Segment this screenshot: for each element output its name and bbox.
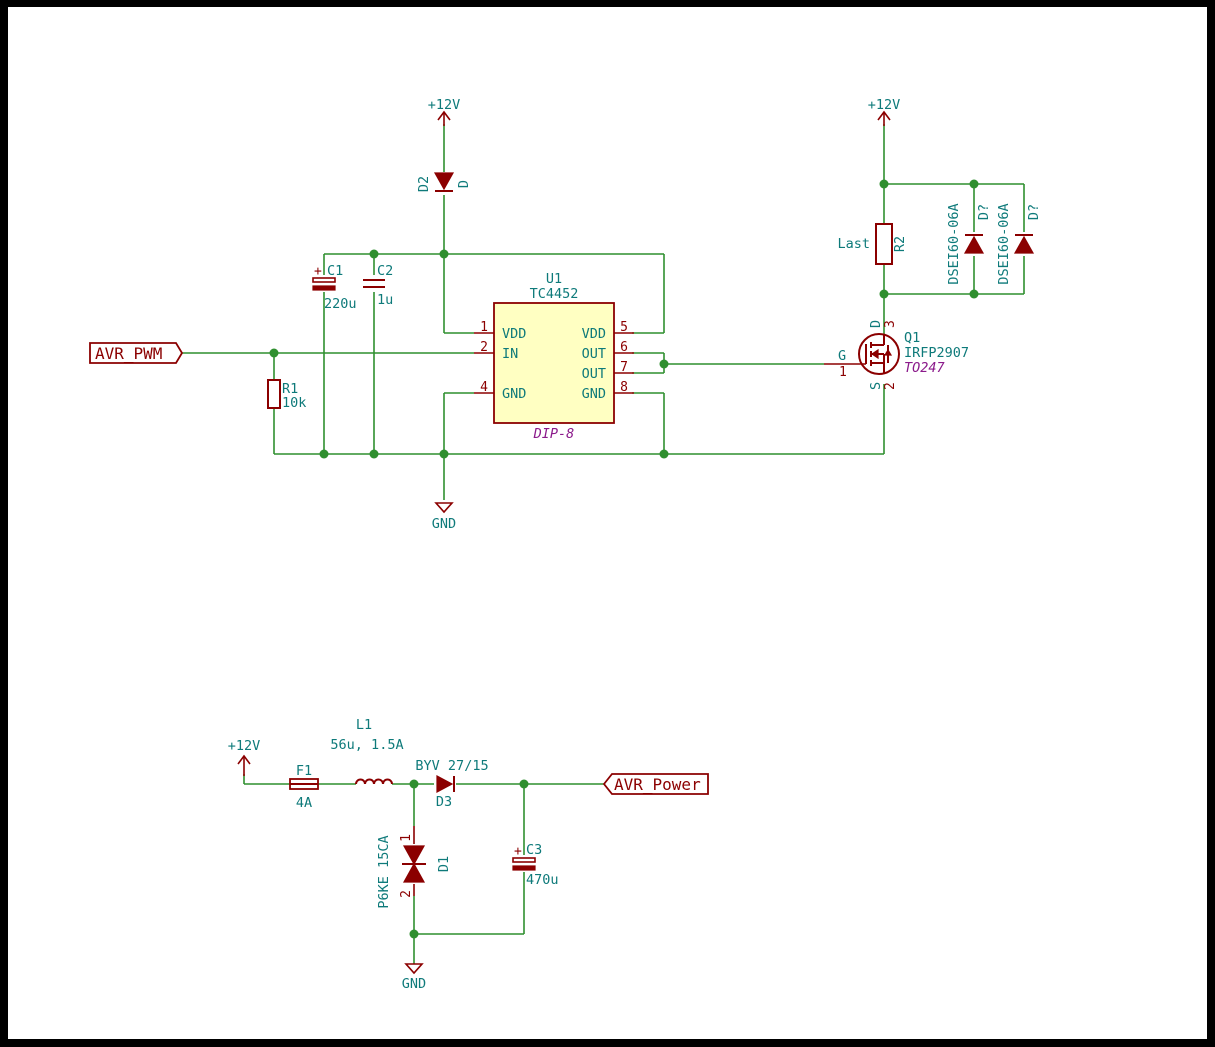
resistor-r1[interactable]: R1 10k — [267, 379, 306, 411]
u1-pin-name: VDD — [502, 326, 526, 342]
diode-d3[interactable]: BYV 27/15 D3 — [415, 758, 488, 810]
u1-pin-name: GND — [582, 386, 606, 402]
l1-ref: L1 — [356, 717, 372, 733]
avr-pwm-text: AVR_PWM — [95, 344, 162, 363]
q1-pin-s: S — [868, 382, 884, 390]
sheet-area — [8, 7, 1207, 1039]
gnd-symbol-driver[interactable]: GND — [432, 502, 456, 532]
power-vcc-d2[interactable]: +12V — [428, 97, 461, 126]
u1-pin-num: 8 — [620, 380, 628, 395]
mosfet-q1[interactable]: G 1 D 3 S 2 Q1 IRFP2907 TO247 — [824, 320, 969, 390]
svg-text:+: + — [314, 264, 322, 279]
capacitor-c1[interactable]: + C1 220u — [312, 263, 357, 312]
q1-ref: Q1 — [904, 330, 920, 346]
u1-pin-name: IN — [502, 346, 518, 362]
q1-pin-g: G — [838, 348, 846, 364]
gnd-symbol-supply[interactable]: GND — [402, 963, 426, 992]
avr-power-text: AVR_Power — [614, 775, 701, 794]
resistor-r2[interactable]: Last R2 — [837, 223, 908, 265]
f1-ref: F1 — [296, 763, 312, 779]
d1-ref: D1 — [436, 856, 452, 872]
u1-value: TC4452 — [530, 286, 579, 302]
c2-ref: C2 — [377, 263, 393, 279]
vcc-supply-label: +12V — [228, 738, 261, 754]
d1-pin2: 2 — [399, 890, 414, 898]
tvs-diode-d1[interactable]: 1 2 P6KE 15CA D1 — [376, 826, 452, 909]
inductor-l1[interactable]: L1 56u, 1.5A — [330, 717, 404, 785]
fuse-f1[interactable]: F1 4A — [289, 763, 319, 811]
u1-pin-num: 4 — [480, 380, 488, 395]
diode-dq-a[interactable]: DSEI60-06A D? — [946, 203, 992, 284]
u1-pin-name: OUT — [582, 366, 606, 382]
diode-dq-b[interactable]: DSEI60-06A D? — [996, 203, 1042, 284]
u1-pin-num: 7 — [620, 360, 628, 375]
q1-value: IRFP2907 — [904, 345, 969, 361]
capacitor-c2[interactable]: C2 1u — [363, 263, 393, 308]
u1-pin-num: 5 — [620, 320, 628, 335]
c1-ref: C1 — [327, 263, 343, 279]
capacitor-c3[interactable]: + C3 470u — [512, 842, 559, 888]
u1-pin-num: 1 — [480, 320, 488, 335]
c1-value: 220u — [324, 296, 357, 312]
wires-supply — [243, 774, 604, 964]
vcc-load-label: +12V — [868, 97, 901, 113]
r1-ref: R1 — [282, 381, 298, 397]
u1-pin-name: OUT — [582, 346, 606, 362]
u1-pin-name: GND — [502, 386, 526, 402]
vcc-d2-label: +12V — [428, 97, 461, 113]
c2-value: 1u — [377, 292, 393, 308]
label-avr-pwm[interactable]: AVR_PWM — [89, 342, 184, 364]
l1-value: 56u, 1.5A — [330, 737, 403, 753]
dq-b-ref: D? — [1026, 204, 1042, 220]
dq-a-ref: D? — [976, 204, 992, 220]
gnd-supply-label: GND — [402, 976, 426, 992]
svg-text:+: + — [514, 844, 522, 859]
dq-b-value: DSEI60-06A — [996, 203, 1012, 284]
u1-footprint: DIP-8 — [533, 426, 575, 442]
d3-ref: D3 — [436, 794, 452, 810]
junction-dots — [269, 179, 979, 939]
c3-ref: C3 — [526, 842, 542, 858]
power-vcc-supply[interactable]: +12V — [228, 738, 261, 776]
power-vcc-load[interactable]: +12V — [868, 97, 901, 126]
f1-value: 4A — [296, 795, 312, 811]
label-avr-power[interactable]: AVR_Power — [602, 773, 709, 795]
d2-ref: D2 — [416, 176, 432, 192]
q1-footprint: TO247 — [904, 360, 945, 376]
d1-value: P6KE 15CA — [376, 835, 392, 908]
d1-pin1: 1 — [399, 834, 414, 842]
q1-num-d: 3 — [883, 320, 898, 328]
ic-u1[interactable]: U1 TC4452 DIP-8 1 2 4 5 6 7 8 VDD IN GND… — [474, 271, 634, 442]
d2-value: D — [456, 180, 472, 188]
wires-driver — [182, 124, 1025, 500]
q1-num-s: 2 — [883, 382, 898, 390]
d3-value: BYV 27/15 — [415, 758, 488, 774]
r1-value: 10k — [282, 395, 306, 411]
u1-pin-name: VDD — [582, 326, 606, 342]
dq-a-value: DSEI60-06A — [946, 203, 962, 284]
gnd-driver-label: GND — [432, 516, 456, 532]
u1-ref: U1 — [546, 271, 562, 287]
c3-value: 470u — [526, 872, 559, 888]
diode-d2[interactable]: D2 D — [416, 172, 472, 192]
r2-ref: R2 — [892, 236, 908, 252]
q1-num-g: 1 — [839, 365, 847, 380]
r2-value: Last — [837, 236, 870, 252]
u1-pin-num: 6 — [620, 340, 628, 355]
q1-pin-d: D — [868, 320, 884, 328]
u1-pin-num: 2 — [480, 340, 488, 355]
